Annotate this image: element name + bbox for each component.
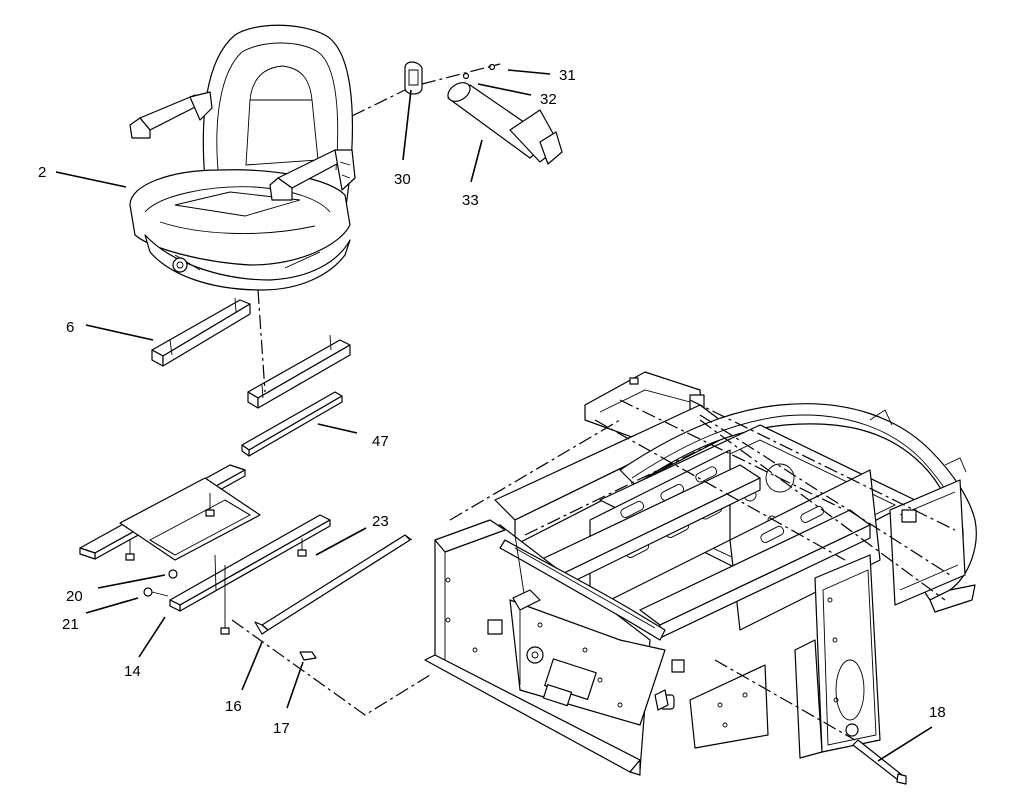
support-rod [254,534,413,661]
callout-2: 2 [38,164,46,181]
seat-plate [79,464,331,635]
callout-20: 20 [66,588,83,605]
callout-21: 21 [62,616,79,633]
main-frame [424,371,977,776]
long-bolt [852,739,907,785]
centerlines [231,63,956,741]
callout-16: 16 [225,698,242,715]
callout-6: 6 [66,319,74,336]
callout-23: 23 [372,513,389,530]
leader-lines [55,69,933,762]
callout-30: 30 [394,171,411,188]
callout-14: 14 [124,663,141,680]
grip-handle [404,61,563,165]
fasteners [143,569,178,597]
callout-17: 17 [273,720,290,737]
callout-33: 33 [462,192,479,209]
seat-assembly [129,24,356,291]
callout-32: 32 [540,91,557,108]
callout-47: 47 [372,433,389,450]
callout-labels: 2 6 14 16 17 18 20 21 23 30 31 32 33 47 [38,67,946,737]
callout-31: 31 [559,67,576,84]
spacer-bar [241,391,343,457]
callout-18: 18 [929,704,946,721]
seat-slide-rails [151,297,351,409]
